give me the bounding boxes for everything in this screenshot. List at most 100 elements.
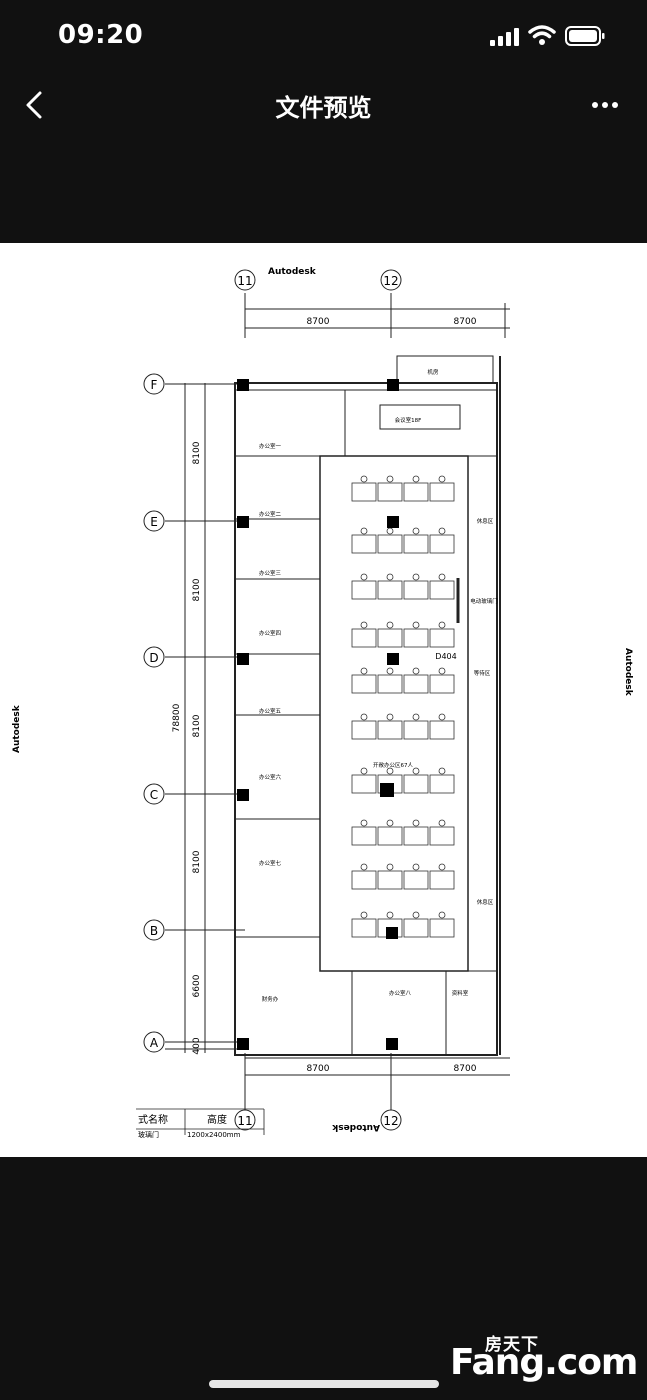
desk bbox=[403, 580, 429, 600]
chair bbox=[360, 573, 368, 581]
chair bbox=[438, 713, 446, 721]
chair bbox=[438, 475, 446, 483]
room-label: 办公室五 bbox=[259, 707, 282, 715]
desk bbox=[351, 482, 377, 502]
chair bbox=[412, 767, 420, 775]
desk bbox=[429, 918, 455, 938]
desk bbox=[403, 720, 429, 740]
chair bbox=[386, 767, 394, 775]
desk bbox=[429, 482, 455, 502]
dim-top-1: 8700 bbox=[307, 317, 330, 327]
grid-row-label: F bbox=[151, 378, 158, 392]
room-label: 资料室 bbox=[452, 989, 469, 997]
room-label: 机房 bbox=[427, 368, 439, 376]
chair bbox=[412, 911, 420, 919]
room-label: 办公室一 bbox=[259, 442, 282, 450]
grid-row-label: C bbox=[150, 788, 158, 802]
desk bbox=[351, 534, 377, 554]
autodesk-watermark: Autodesk bbox=[268, 267, 317, 277]
chair bbox=[386, 573, 394, 581]
desk bbox=[403, 774, 429, 794]
chair bbox=[386, 863, 394, 871]
desk bbox=[403, 826, 429, 846]
document-preview[interactable]: 11 12 11 12 F E D C B A 8700 8700 8700 8… bbox=[0, 243, 647, 1157]
grid-col-label: 11 bbox=[237, 274, 252, 288]
table-header: 高度 bbox=[207, 1113, 227, 1126]
desk bbox=[403, 674, 429, 694]
dim-left-2: 8100 bbox=[192, 578, 202, 601]
desk bbox=[403, 482, 429, 502]
chair bbox=[438, 819, 446, 827]
grid-row-label: B bbox=[150, 924, 158, 938]
grid-row-label: E bbox=[150, 515, 158, 529]
table-header: 式名称 bbox=[138, 1113, 168, 1126]
wifi-icon bbox=[528, 25, 556, 45]
desk bbox=[429, 774, 455, 794]
desk bbox=[351, 628, 377, 648]
chair bbox=[438, 911, 446, 919]
grid-col-label: 11 bbox=[237, 1114, 252, 1128]
chair bbox=[412, 527, 420, 535]
desk bbox=[377, 870, 403, 890]
desk bbox=[403, 534, 429, 554]
table-cell: 玻璃门 bbox=[138, 1130, 159, 1139]
dim-bottom-1: 8700 bbox=[307, 1064, 330, 1074]
room-label: 办公室六 bbox=[259, 773, 282, 781]
chair bbox=[360, 819, 368, 827]
chair bbox=[360, 911, 368, 919]
desk bbox=[429, 826, 455, 846]
desk bbox=[377, 826, 403, 846]
desk bbox=[377, 720, 403, 740]
room-label: 电动玻璃门 bbox=[470, 597, 498, 605]
chair bbox=[438, 863, 446, 871]
desk bbox=[429, 628, 455, 648]
door-tag: D404 bbox=[435, 652, 456, 661]
chair bbox=[386, 475, 394, 483]
table-cell: 1200x2400mm bbox=[187, 1131, 241, 1139]
chair bbox=[360, 767, 368, 775]
desk bbox=[377, 628, 403, 648]
grid-row-label: A bbox=[150, 1036, 159, 1050]
dim-top-2: 8700 bbox=[454, 317, 477, 327]
chair bbox=[360, 863, 368, 871]
chair bbox=[438, 527, 446, 535]
desk bbox=[429, 870, 455, 890]
dim-left-5: 6600 bbox=[192, 974, 202, 997]
chair bbox=[360, 667, 368, 675]
desk bbox=[377, 482, 403, 502]
room-label: 等待区 bbox=[474, 669, 491, 677]
chair bbox=[412, 621, 420, 629]
autodesk-watermark: Autodesk bbox=[623, 648, 633, 697]
desk bbox=[351, 870, 377, 890]
fang-logo-cn: 房天下 bbox=[485, 1335, 539, 1355]
chair bbox=[412, 863, 420, 871]
chair bbox=[386, 819, 394, 827]
desk bbox=[351, 580, 377, 600]
desk bbox=[403, 628, 429, 648]
desk bbox=[377, 580, 403, 600]
back-chevron-icon[interactable] bbox=[20, 90, 48, 120]
room-label: 财务办 bbox=[262, 995, 279, 1003]
chair bbox=[386, 667, 394, 675]
chair bbox=[360, 475, 368, 483]
desk bbox=[351, 774, 377, 794]
room-label: 办公室三 bbox=[259, 569, 282, 577]
room-label: 会议室18F bbox=[395, 416, 422, 424]
room-label: 办公室七 bbox=[259, 859, 282, 867]
chair bbox=[360, 713, 368, 721]
room-label: 休息区 bbox=[477, 517, 494, 525]
floor-plan-drawing: 11 12 11 12 F E D C B A 8700 8700 8700 8… bbox=[12, 267, 633, 1139]
more-options-icon[interactable] bbox=[591, 100, 619, 110]
grid-col-label: 12 bbox=[383, 274, 398, 288]
desk bbox=[403, 870, 429, 890]
home-indicator[interactable] bbox=[209, 1380, 439, 1388]
desk bbox=[403, 918, 429, 938]
chair bbox=[386, 911, 394, 919]
dim-left-3: 8100 bbox=[192, 714, 202, 737]
dim-left-1: 8100 bbox=[192, 441, 202, 464]
grid-row-label: D bbox=[149, 651, 158, 665]
dim-left-6: 400 bbox=[192, 1037, 202, 1054]
dim-left-4: 8100 bbox=[192, 850, 202, 873]
chair bbox=[438, 573, 446, 581]
desk bbox=[429, 720, 455, 740]
